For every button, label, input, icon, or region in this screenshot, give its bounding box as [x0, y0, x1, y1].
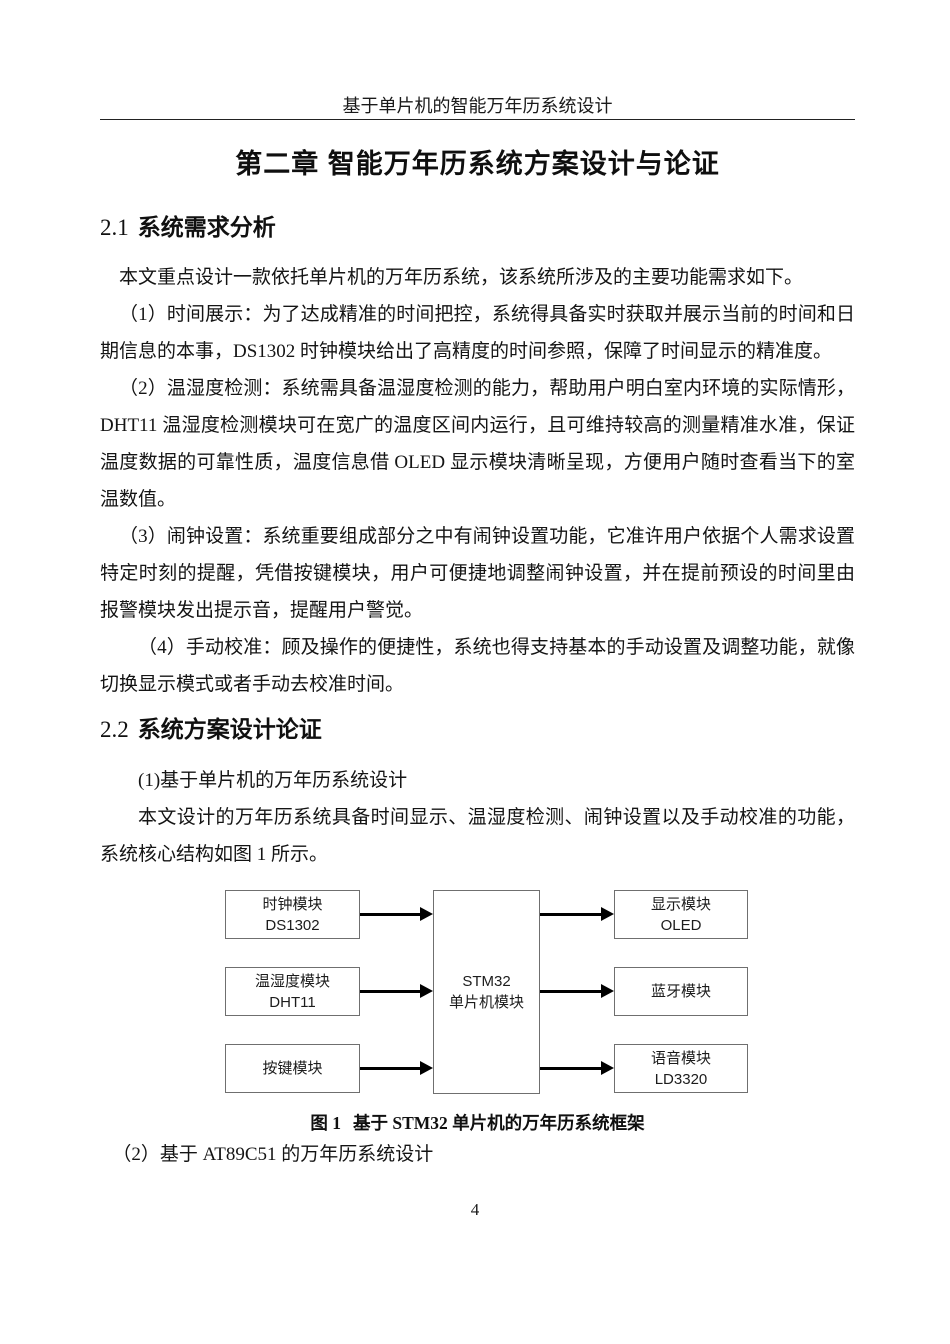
- node-sublabel: 单片机模块: [448, 994, 524, 1011]
- paragraph-scheme-1-title: (1)基于单片机的万年历系统设计: [138, 770, 408, 791]
- paragraph-alarm: （3）闹钟设置：系统重要组成部分之中有闹钟设置功能，它准许用户依据个人需求设置特…: [100, 526, 855, 621]
- arrow-clock-to-mcu-icon: [360, 907, 433, 921]
- paragraph-scheme-2-title: （2）基于 AT89C51 的万年历系统设计: [112, 1144, 434, 1165]
- node-label: 蓝牙模块: [650, 983, 711, 1000]
- arrow-keys-to-mcu-icon: [360, 1061, 433, 1075]
- node-label: 时钟模块: [262, 895, 323, 913]
- page-header: 基于单片机的智能万年历系统设计: [100, 96, 855, 120]
- page-header-title: 基于单片机的智能万年历系统设计: [342, 96, 613, 116]
- diagram-node-display-module: 显示模块 OLED: [614, 890, 748, 939]
- arrow-line: [360, 1066, 421, 1070]
- arrow-head-icon: [420, 1061, 433, 1075]
- arrow-mcu-to-bluetooth-icon: [540, 984, 614, 998]
- arrow-line: [540, 1066, 602, 1070]
- section-title: 系统方案设计论证: [137, 716, 322, 742]
- arrow-head-icon: [601, 984, 614, 998]
- node-sublabel: OLED: [660, 916, 702, 934]
- paragraph-time-display: （1）时间展示：为了达成精准的时间把控，系统得具备实时获取并展示当前的时间和日期…: [100, 304, 855, 362]
- section-number: 2.2: [100, 717, 129, 742]
- arrow-head-icon: [420, 984, 433, 998]
- arrow-line: [360, 912, 421, 916]
- diagram-node-mcu-module: STM32 单片机模块: [433, 890, 540, 1094]
- paragraph-intro: 本文重点设计一款依托单片机的万年历系统，该系统所涉及的主要功能需求如下。: [119, 267, 804, 288]
- diagram-node-clock-module: 时钟模块 DS1302: [225, 890, 360, 939]
- arrow-line: [540, 912, 602, 916]
- section-number: 2.1: [100, 215, 129, 240]
- node-label: 显示模块: [650, 895, 711, 913]
- arrow-line: [540, 989, 602, 993]
- diagram-node-humidity-module: 温湿度模块 DHT11: [225, 967, 360, 1016]
- arrow-line: [360, 989, 421, 993]
- paragraph-manual-calibration: （4）手动校准：顾及操作的便捷性，系统也得支持基本的手动设置及调整功能，就像切换…: [100, 637, 855, 695]
- node-sublabel: DS1302: [265, 916, 320, 934]
- diagram-node-bluetooth-module: 蓝牙模块: [614, 967, 748, 1016]
- arrow-mcu-to-display-icon: [540, 907, 614, 921]
- diagram-node-key-module: 按键模块: [225, 1044, 360, 1093]
- figure-block-diagram: 时钟模块 DS1302 温湿度模块 DHT11 按键模块 STM32 单片机模块…: [100, 890, 855, 1094]
- section-heading-2-2: 2.2 系统方案设计论证: [100, 714, 855, 745]
- figure-caption-text: 基于 STM32 单片机的万年历系统框架: [352, 1113, 645, 1133]
- figure-caption-label: 图 1: [310, 1113, 341, 1133]
- paragraph-scheme-1-desc: 本文设计的万年历系统具备时间显示、温湿度检测、闹钟设置以及手动校准的功能，系统核…: [100, 807, 855, 865]
- paragraph-temp-humidity: （2）温湿度检测：系统需具备温湿度检测的能力，帮助用户明白室内环境的实际情形，D…: [100, 378, 855, 510]
- node-label: 温湿度模块: [254, 972, 330, 990]
- arrow-humidity-to-mcu-icon: [360, 984, 433, 998]
- node-label: 语音模块: [650, 1049, 711, 1067]
- chapter-title: 第二章 智能万年历系统方案设计与论证: [235, 149, 720, 179]
- arrow-mcu-to-voice-icon: [540, 1061, 614, 1075]
- node-label: 按键模块: [262, 1060, 323, 1077]
- node-sublabel: DHT11: [269, 993, 316, 1011]
- arrow-head-icon: [420, 907, 433, 921]
- figure-caption: 图 1 基于 STM32 单片机的万年历系统框架: [100, 1110, 855, 1136]
- arrow-head-icon: [601, 907, 614, 921]
- section-title: 系统需求分析: [137, 214, 276, 240]
- section-heading-2-1: 2.1 系统需求分析: [100, 212, 855, 243]
- page-number: 4: [470, 1200, 480, 1219]
- node-sublabel: LD3320: [654, 1070, 708, 1088]
- node-label: STM32: [462, 973, 511, 990]
- diagram-node-voice-module: 语音模块 LD3320: [614, 1044, 748, 1093]
- arrow-head-icon: [601, 1061, 614, 1075]
